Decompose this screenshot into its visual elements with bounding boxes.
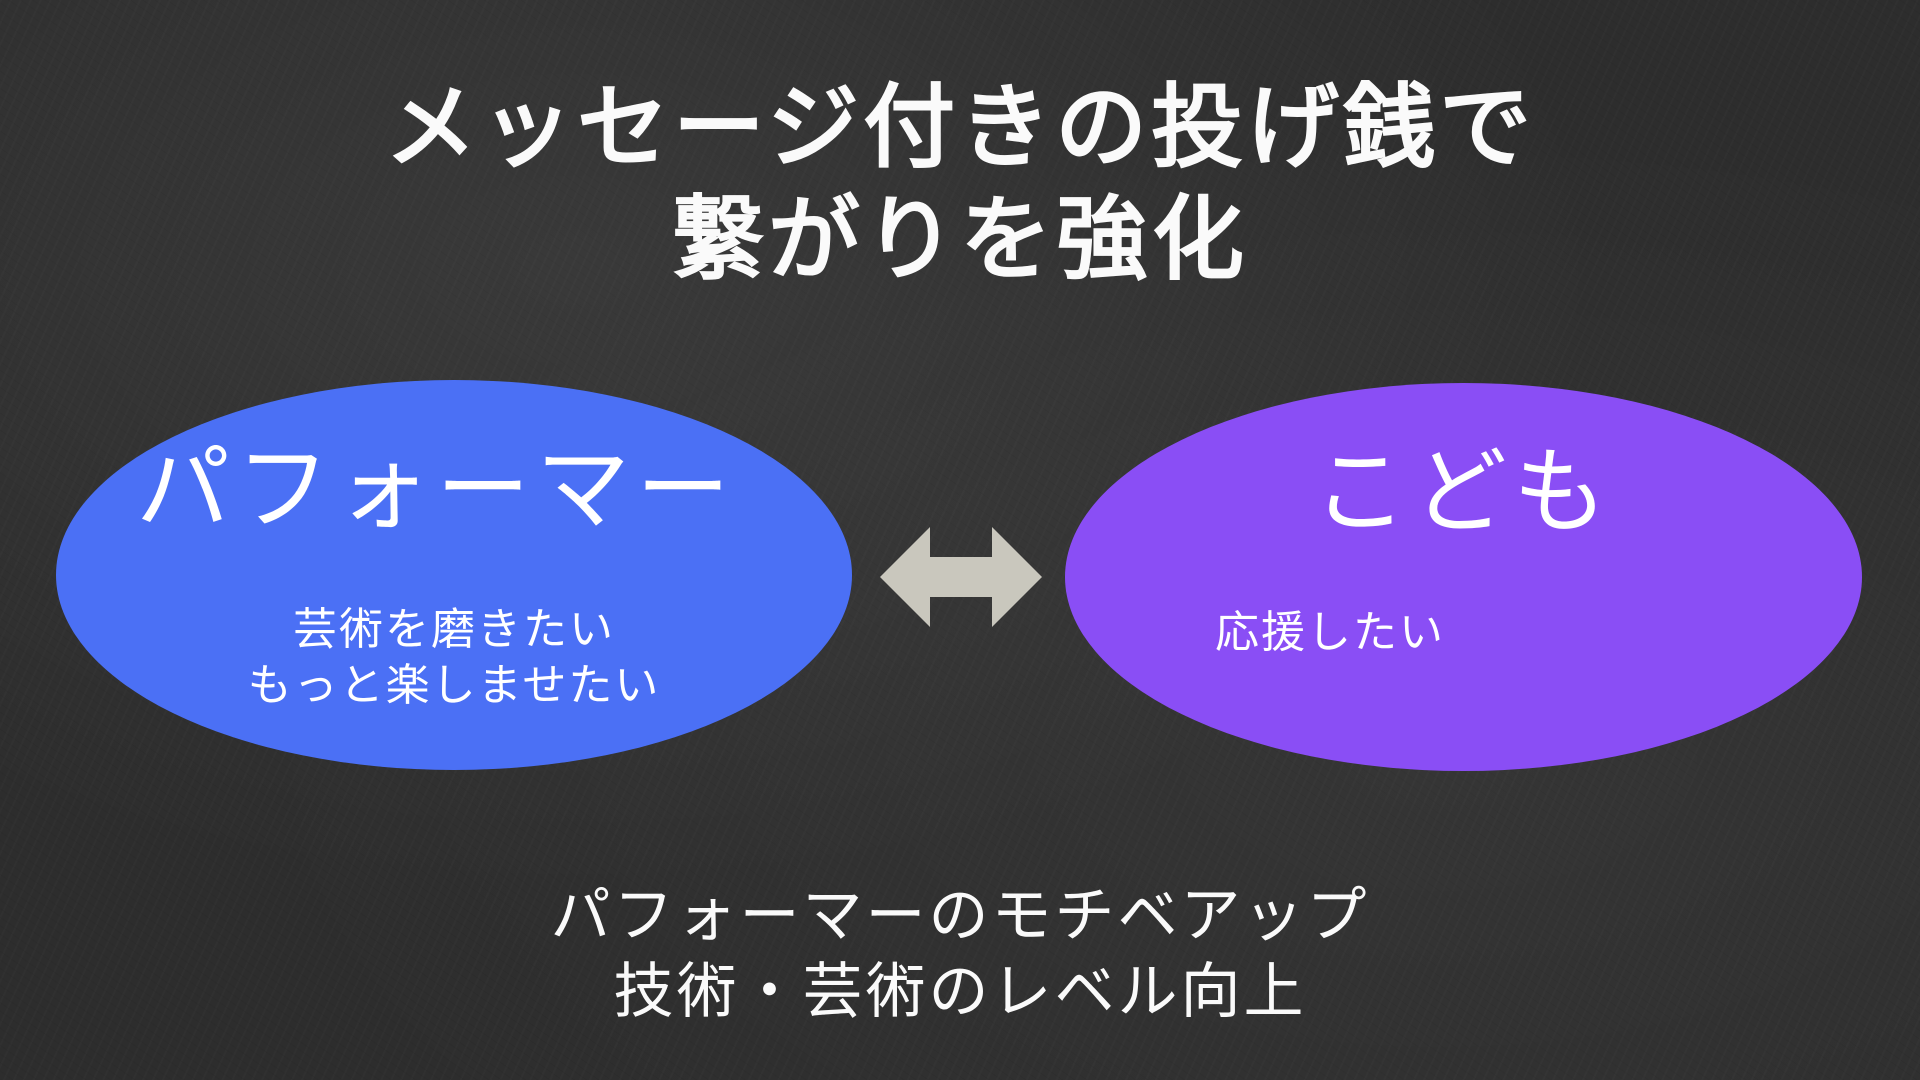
double-arrow-icon (880, 527, 1042, 627)
performer-text-line-2: もっと楽しませたい (247, 660, 661, 711)
slide-footer: パフォーマーのモチベアップ 技術・芸術のレベル向上 (0, 878, 1920, 1030)
kodomo-label: こども (1313, 438, 1614, 547)
footer-line-1: パフォーマーのモチベアップ (550, 881, 1370, 951)
performer-label: パフォーマー (136, 435, 737, 544)
kodomo-text: 応援したい (1215, 607, 1445, 658)
title-line-2: 繋がりを強化 (671, 186, 1248, 293)
performer-text-line-1: 芸術を磨きたい (293, 604, 615, 655)
performer-text: 芸術を磨きたい もっと楽しませたい (116, 602, 792, 714)
performer-ellipse: パフォーマー 芸術を磨きたい もっと楽しませたい (56, 380, 852, 770)
slide-title: メッセージ付きの投げ銭で 繋がりを強化 (0, 72, 1920, 296)
footer-line-2: 技術・芸術のレベル向上 (613, 957, 1307, 1027)
kodomo-ellipse: こども 応援したい (1065, 383, 1862, 771)
title-line-1: メッセージ付きの投げ銭で (384, 74, 1536, 181)
